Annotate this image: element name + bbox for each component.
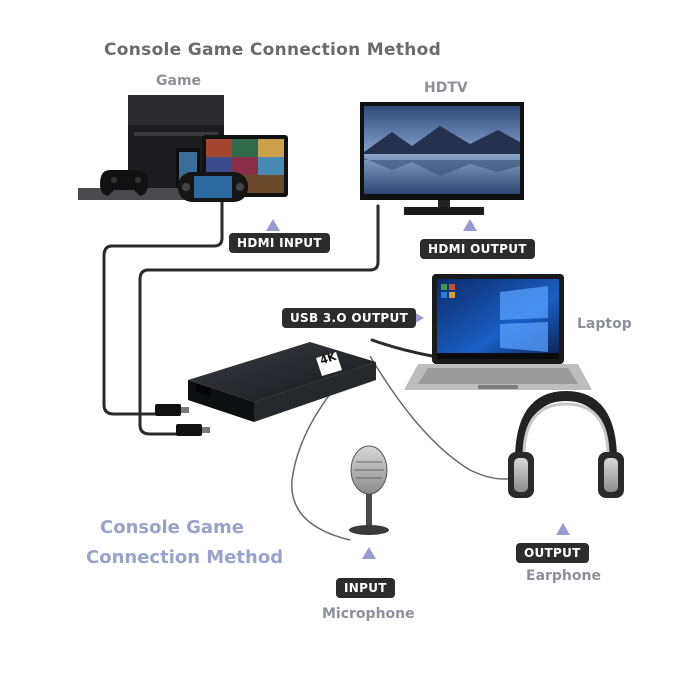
earphone-label: Earphone [526,568,601,584]
headphones-illustration [508,390,624,498]
capture-card-illustration [155,342,376,436]
cables [102,196,434,436]
usb-output-badge: USB 3.O OUTPUT [282,308,417,328]
caption-line-2: Connection Method [86,547,284,568]
laptop-illustration [404,274,592,390]
hdtv-illustration [360,102,524,215]
hdmi-output-badge: HDMI OUTPUT [420,239,535,259]
microphone-illustration [349,445,389,535]
laptop-label: Laptop [577,316,632,332]
microphone-input-badge: INPUT [336,578,395,598]
earphone-output-badge: OUTPUT [516,543,589,563]
diagram-title: Console Game Connection Method [104,40,442,60]
hdmi-input-badge: HDMI INPUT [229,233,330,253]
caption-line-1: Console Game [100,517,244,538]
game-label: Game [156,73,202,89]
hdtv-label: HDTV [424,80,468,96]
microphone-label: Microphone [322,606,415,622]
game-console-illustration [78,95,288,202]
